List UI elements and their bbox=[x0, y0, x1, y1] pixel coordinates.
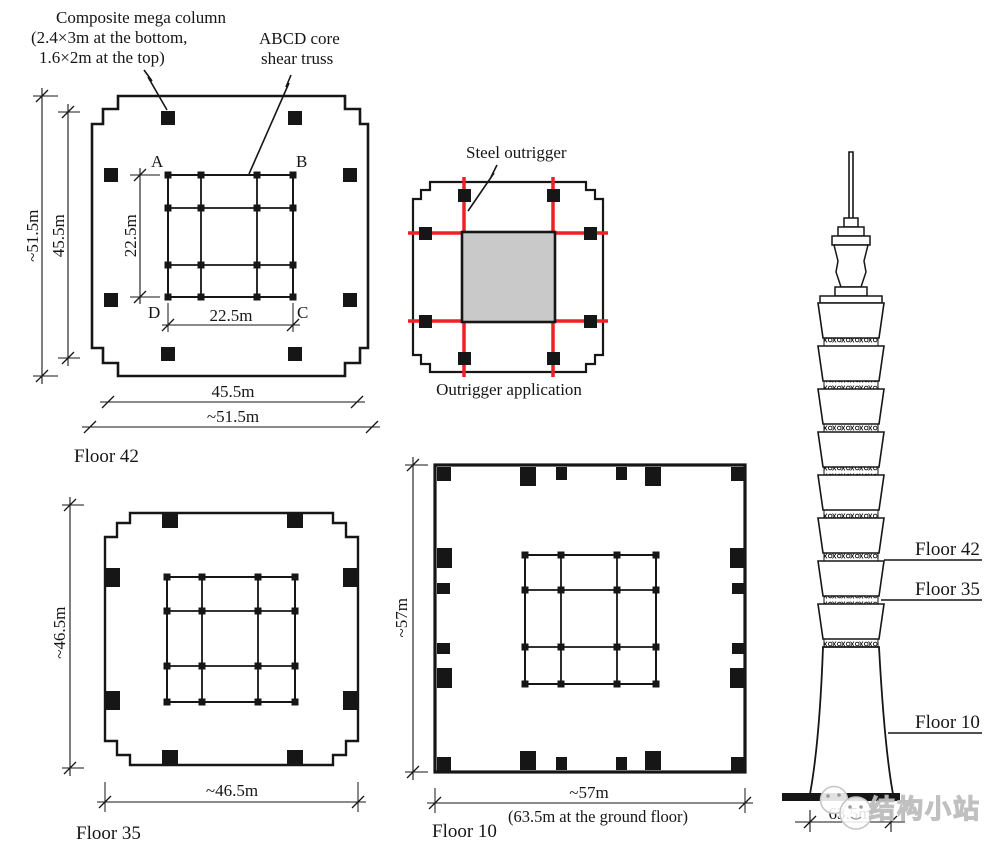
corner-label-d: D bbox=[148, 303, 161, 322]
floor42-inner-vertical-dim: 45.5m bbox=[49, 214, 69, 258]
tower-floor-level-lines bbox=[881, 559, 982, 734]
tower-base-dim-ticks bbox=[803, 815, 898, 829]
floor10-title: Floor 10 bbox=[432, 821, 497, 842]
core-truss-annotation-line2: shear truss bbox=[261, 49, 334, 68]
mega-column-annotation-line1: Composite mega column bbox=[56, 8, 226, 27]
floor10-ground-note: (63.5m at the ground floor) bbox=[507, 807, 689, 826]
floor42-core-grid bbox=[164, 171, 297, 301]
floor42-title: Floor 42 bbox=[74, 446, 139, 467]
floor42-extension-lines bbox=[33, 95, 294, 377]
floor42-core-horizontal-dim: 22.5m bbox=[209, 306, 253, 325]
floor10-extension-lines bbox=[405, 464, 746, 813]
floor42-plan bbox=[33, 69, 380, 434]
floor35-extension-lines bbox=[62, 504, 359, 812]
floor35-horizontal-dim: ~46.5m bbox=[205, 781, 259, 800]
core-nodes bbox=[164, 171, 297, 301]
tower-truss-bands bbox=[823, 337, 879, 648]
mega-column-leader-line bbox=[143, 69, 168, 111]
tower-modules bbox=[817, 302, 885, 640]
floor10-dim-ticks bbox=[406, 458, 752, 810]
corner-label-c: C bbox=[297, 303, 309, 322]
floor35-title: Floor 35 bbox=[76, 823, 141, 844]
steel-outrigger-leader-line bbox=[467, 164, 498, 212]
floor42-core-vertical-dim: 22.5m bbox=[121, 214, 141, 258]
floor35-outline bbox=[103, 511, 360, 767]
mega-column-annotation-line3: 1.6×2m at the top) bbox=[39, 48, 165, 67]
floor10-horizontal-dim: ~57m bbox=[569, 783, 609, 802]
watermark-logo bbox=[819, 785, 873, 830]
floor10-vertical-dim: ~57m bbox=[392, 598, 412, 638]
tower-elevation bbox=[782, 151, 982, 832]
steel-outrigger-label: Steel outrigger bbox=[466, 143, 567, 162]
outrigger-diagram bbox=[408, 164, 608, 377]
floor10-mega-columns bbox=[437, 467, 745, 771]
tower-spire bbox=[848, 151, 854, 218]
tower-top-slab bbox=[819, 295, 883, 304]
corner-label-a: A bbox=[151, 152, 164, 171]
tower-label-floor42: Floor 42 bbox=[915, 539, 980, 560]
floor35-mega-columns bbox=[105, 513, 358, 765]
floor10-plan bbox=[405, 457, 753, 813]
floor35-plan bbox=[62, 497, 366, 812]
core-nodes bbox=[521, 551, 660, 688]
tower-turret bbox=[833, 244, 869, 288]
floor10-outline bbox=[433, 463, 747, 774]
watermark-text: 结构小站 bbox=[868, 793, 982, 824]
floor10-core-grid bbox=[521, 551, 660, 688]
tower-label-floor35: Floor 35 bbox=[915, 579, 980, 600]
tower-finial-steps bbox=[831, 217, 871, 246]
floor35-core-grid bbox=[163, 573, 299, 706]
tower-label-floor10: Floor 10 bbox=[915, 712, 980, 733]
floor35-dimension-lines bbox=[69, 497, 366, 803]
core-nodes bbox=[163, 573, 299, 706]
core-shaded-square bbox=[460, 230, 557, 324]
floor42-outer-horizontal-dim: ~51.5m bbox=[206, 407, 260, 426]
mega-column-annotation-line2: (2.4×3m at the bottom, bbox=[31, 28, 188, 47]
floor42-inner-horizontal-dim: 45.5m bbox=[211, 382, 255, 401]
floor35-vertical-dim: ~46.5m bbox=[50, 606, 70, 659]
floor10-dimension-lines bbox=[412, 457, 753, 804]
floor42-outline bbox=[90, 94, 370, 378]
floor42-dimension-lines bbox=[41, 88, 380, 428]
core-truss-leader-line bbox=[248, 74, 292, 175]
core-truss-annotation-line1: ABCD core bbox=[259, 29, 340, 48]
outrigger-outline bbox=[411, 180, 605, 374]
floor42-dim-ticks bbox=[35, 89, 379, 434]
floor42-outer-vertical-dim: ~51.5m bbox=[23, 209, 43, 262]
tower-pedestal bbox=[834, 286, 868, 297]
corner-label-b: B bbox=[296, 152, 308, 171]
outrigger-caption: Outrigger application bbox=[436, 380, 582, 399]
floor35-dim-ticks bbox=[63, 498, 365, 809]
